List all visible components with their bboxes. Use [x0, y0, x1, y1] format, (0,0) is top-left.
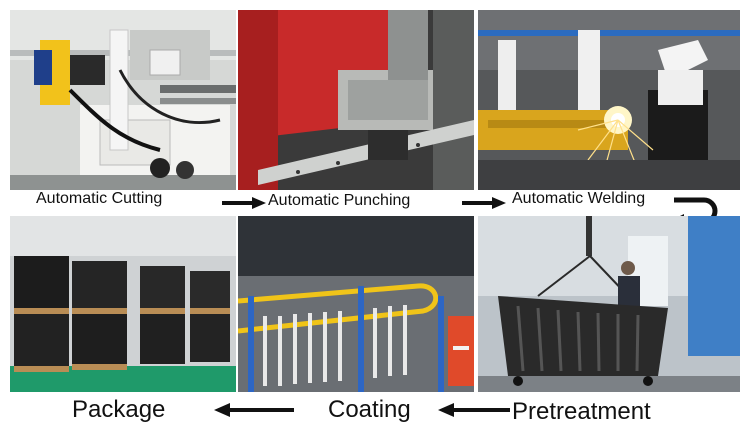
arrow-left-icon — [214, 403, 294, 417]
photo-pretreatment — [478, 216, 740, 392]
step-label-package: Package — [72, 396, 166, 423]
arrow-right-icon — [462, 197, 506, 209]
photo-package — [10, 216, 236, 392]
photo-automatic-cutting — [10, 10, 236, 190]
photo-automatic-punching — [238, 10, 474, 190]
step-label-automatic-welding: Automatic Welding — [512, 190, 646, 207]
photo-coating — [238, 216, 474, 392]
photo-automatic-welding — [478, 10, 740, 190]
step-label-coating: Coating — [328, 396, 411, 423]
step-label-automatic-punching: Automatic Punching — [268, 192, 411, 209]
step-label-pretreatment: Pretreatment — [512, 398, 651, 425]
arrow-right-icon — [222, 197, 266, 209]
arrow-left-icon — [438, 403, 510, 417]
step-label-automatic-cutting: Automatic Cutting — [36, 190, 163, 207]
